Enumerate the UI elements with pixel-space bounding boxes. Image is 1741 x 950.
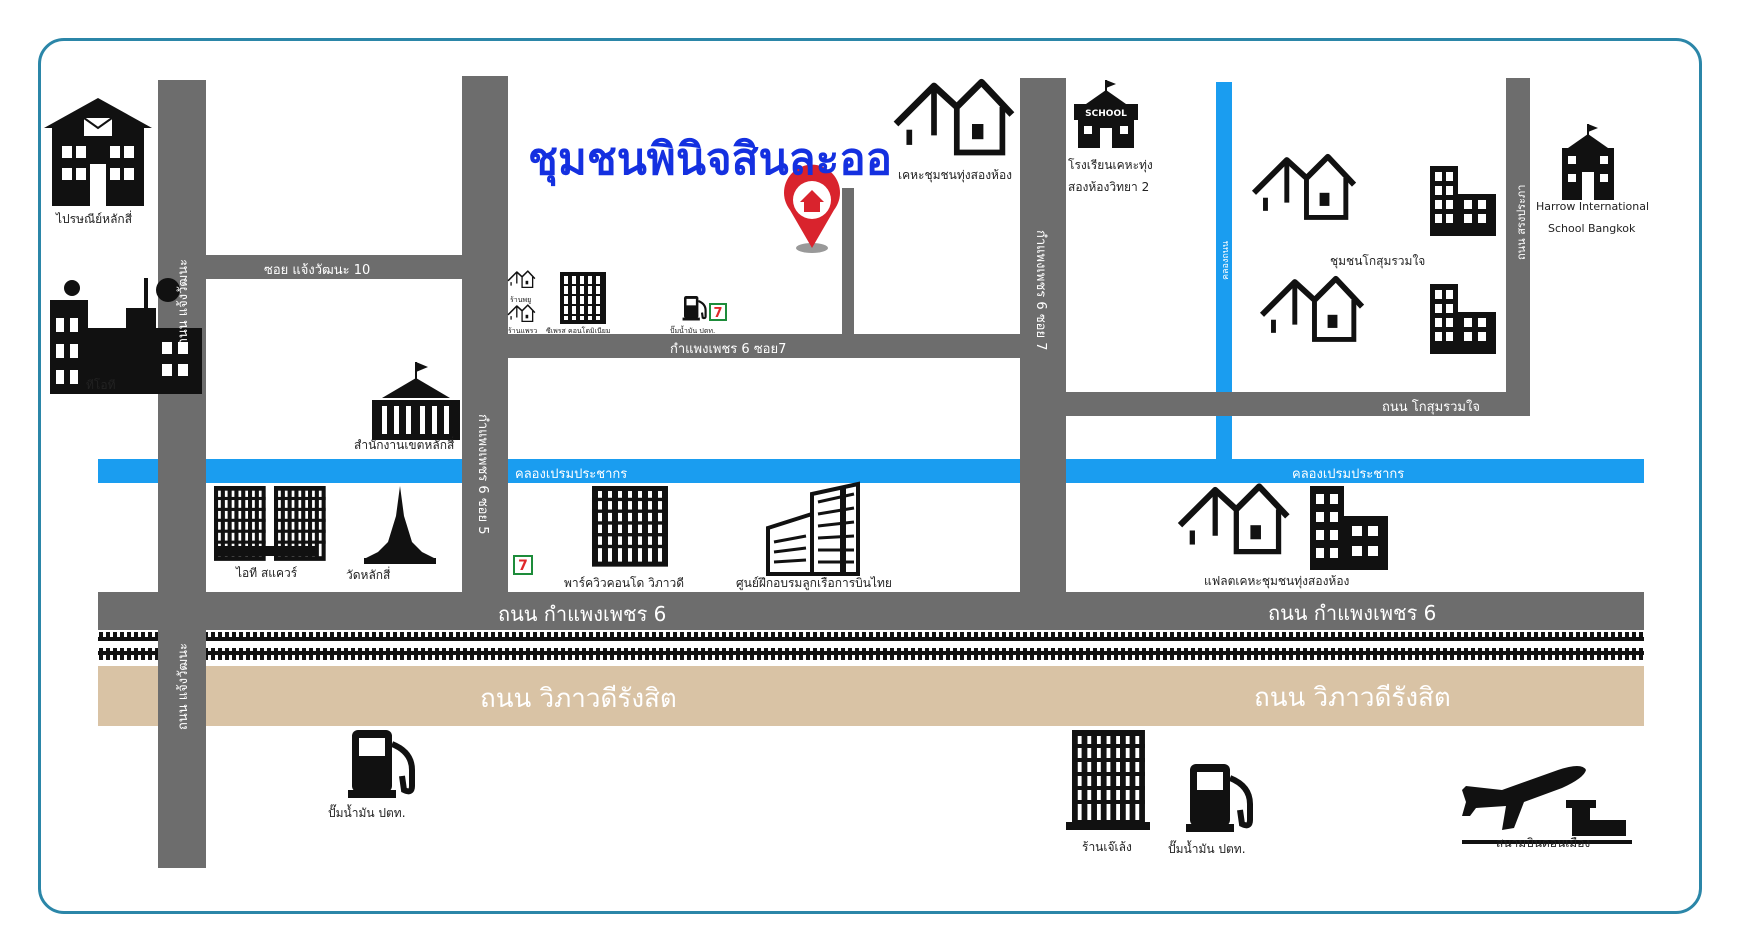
songprapa-road <box>1506 78 1530 414</box>
road-label-kamphaeng-right: ถนน กำแพงเพชร 6 <box>1268 601 1437 625</box>
road-label-kamphaeng-soi7-h: กำแพงเพชร 6 ซอย7 <box>670 342 787 357</box>
road-label-kosum-ruamjai: ถนน โกสุมรวมใจ <box>1382 400 1480 415</box>
convenience-store-icon: 7 <box>709 303 727 321</box>
apartment-icon <box>1310 486 1388 570</box>
label-school-tung-2: สองห้องวิทยา 2 <box>1068 180 1150 194</box>
road-label-kamphaeng-soi7-v: กำแพงเพชร 6 ซอย 7 <box>1033 230 1048 351</box>
label-flat-housing: แฟลตเคหะชุมชนทุ่งสองห้อง <box>1204 574 1350 588</box>
label-shop-small: ร้านพยู <box>510 296 532 304</box>
map-frame <box>38 38 1702 914</box>
label-condo-small: ซีเพรส คอนโดมิเนียม <box>546 327 611 335</box>
page-title: ชุมชนพินิจสินละออ <box>528 134 893 185</box>
road-label-vibhavadi-left: ถนน วิภาวดีรังสิต <box>480 684 677 714</box>
label-post-office: ไปรษณีย์หลักสี่ <box>56 212 133 226</box>
kamphaeng-phet-6-road <box>98 592 1644 630</box>
office-tower-icon <box>214 486 326 561</box>
seven-eleven-mark: 7 <box>713 306 722 321</box>
government-building-icon <box>372 362 460 440</box>
label-wat-laksi: วัดหลักสี่ <box>346 568 391 582</box>
kamphaeng-soi7-h-road <box>508 334 1020 358</box>
vibhavadi-road <box>98 666 1644 726</box>
label-park-condo: พาร์ควิวคอนโด วิภาวดี <box>564 576 685 590</box>
road-label-chaengwattana-bottom: ถนน แจ้งวัฒนะ <box>176 642 191 730</box>
airplane-icon <box>1462 766 1632 844</box>
convenience-store-icon: 7 <box>513 555 533 575</box>
seven-eleven-mark: 7 <box>518 558 528 574</box>
label-tot: ทีโอที <box>86 378 116 392</box>
canal-label-center: คลองเปรมประชากร <box>515 467 628 482</box>
label-aviation-center: ศูนย์ฝึกอบรมลูกเรือการบินไทย <box>736 576 892 590</box>
pagoda-icon <box>364 486 436 564</box>
school-icon: SCHOOL <box>1074 80 1138 148</box>
road-label-soi-changwattana: ซอย แจ้งวัฒนะ 10 <box>264 263 371 278</box>
prem-prachakorn-canal <box>98 459 1644 483</box>
apartment-icon <box>560 272 606 324</box>
road-label-kamphaeng-soi5: กำแพงเพชร 6 ซอย 5 <box>475 414 490 535</box>
road-label-vibhavadi-right: ถนน วิภาวดีรังสิต <box>1254 683 1451 713</box>
antenna-building-icon <box>50 278 202 394</box>
office-tower-icon <box>1066 730 1150 830</box>
label-housing-top: เคหะชุมชนทุ่งสองห้อง <box>898 168 1013 182</box>
school-badge-text: SCHOOL <box>1085 109 1127 119</box>
office-tower-icon <box>766 481 860 576</box>
road-label-chaengwattana-top: ถนน แจ้งวัฒนะ <box>176 258 191 346</box>
label-it-square: ไอที สแควร์ <box>236 566 298 580</box>
road-label-kamphaeng-left: ถนน กำแพงเพชร 6 <box>498 602 667 626</box>
canal-label-right: คลองเปรมประชากร <box>1292 467 1405 482</box>
canal-label-vertical: คลองถนน <box>1221 240 1231 280</box>
soi-changwattana-road <box>206 255 462 279</box>
label-jae-lek: ร้านเจ๊เล้ง <box>1082 840 1132 854</box>
label-shop-small-2: ร้านแพรว <box>508 327 538 335</box>
label-kosum-community: ชุมชนโกสุมรวมใจ <box>1330 254 1426 268</box>
kamphaeng-soi5-road <box>462 76 508 592</box>
lane-to-pin <box>842 188 854 336</box>
location-pin-icon[interactable] <box>784 164 840 253</box>
label-school-tung: โรงเรียนเคหะทุ่ง <box>1068 158 1153 172</box>
road-label-songprapa: ถนน สรงประภา <box>1515 184 1528 260</box>
school-icon <box>1562 124 1614 200</box>
kamphaeng-soi7-road <box>1020 78 1066 592</box>
railway <box>98 632 1644 660</box>
vertical-canal <box>1216 82 1232 462</box>
post-office-icon <box>44 98 152 206</box>
label-ptt-small: ปั๊มน้ำมัน ปตท. <box>670 327 716 335</box>
label-harrow-2: School Bangkok <box>1548 222 1636 235</box>
label-don-mueang: สนามบินดอนเมือง <box>1496 836 1591 850</box>
chaengwattana-road <box>158 80 206 868</box>
label-district-office: สำนักงานเขตหลักสี่ <box>354 438 455 452</box>
kosum-ruamjai-road <box>1066 392 1530 416</box>
label-ptt-bottom-left: ปั๊มน้ำมัน ปตท. <box>328 806 406 820</box>
label-ptt-bottom-right: ปั๊มน้ำมัน ปตท. <box>1168 842 1246 856</box>
label-harrow-1: Harrow International <box>1536 200 1650 213</box>
